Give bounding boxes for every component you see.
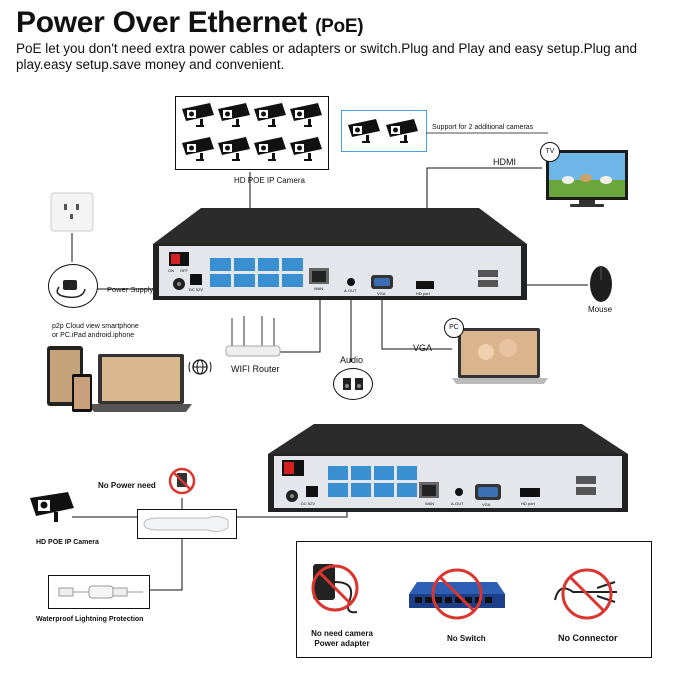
waterproof-label: Waterproof Lightning Protection bbox=[36, 616, 144, 623]
wifi-globe-svg bbox=[188, 359, 212, 375]
lan-port bbox=[374, 483, 394, 497]
tv-icon bbox=[546, 150, 628, 207]
wifi-router bbox=[224, 316, 282, 360]
hd-poe-camera-label: HD POE IP Camera bbox=[234, 176, 305, 185]
poe-connector-icon bbox=[143, 515, 229, 533]
no-power-svg bbox=[168, 467, 196, 495]
vga-port-label: VGA bbox=[377, 291, 386, 296]
camera-icon bbox=[348, 119, 380, 143]
waterproof-icon bbox=[58, 585, 143, 599]
no-switch-label: No Switch bbox=[447, 634, 486, 643]
pc-badge: PC bbox=[444, 318, 464, 338]
lan-port bbox=[258, 258, 279, 271]
wifi-router-label: WIFI Router bbox=[231, 364, 280, 374]
camera-icon bbox=[182, 103, 214, 127]
lan-port bbox=[397, 466, 417, 480]
hdport-label-lower: HD port bbox=[521, 501, 535, 506]
wan-label: WAN bbox=[314, 286, 324, 291]
mobile-devices-icon bbox=[47, 346, 192, 412]
aout-label-lower: A-OUT bbox=[451, 501, 464, 506]
nvr-lower: WAN A-OUT VGA HD port DC 52V bbox=[268, 424, 628, 512]
wifi-globe-icon bbox=[188, 357, 212, 377]
mobile-devices bbox=[42, 344, 192, 416]
lan-port bbox=[351, 483, 371, 497]
nvr-lower-body bbox=[268, 424, 628, 512]
hdmi-label: HDMI bbox=[493, 157, 516, 167]
no-power-need-label: No Power need bbox=[98, 481, 156, 490]
camera-icon bbox=[254, 103, 286, 127]
speakers-icon bbox=[343, 378, 363, 390]
audio-label: Audio bbox=[340, 355, 364, 365]
dc-label: DC 52V bbox=[189, 287, 204, 292]
additional-cameras-label: Support for 2 additional cameras bbox=[432, 124, 534, 131]
camera-icon bbox=[290, 137, 322, 161]
hd-poe-camera-label-2: HD POE IP Camera bbox=[36, 539, 99, 546]
nvr-upper-body bbox=[153, 208, 527, 300]
lan-port bbox=[234, 274, 255, 287]
camera-icon bbox=[182, 137, 214, 161]
power-adapter-icon bbox=[56, 280, 86, 299]
on-label: ON bbox=[168, 268, 174, 273]
vga-label: VGA bbox=[413, 343, 433, 353]
aout-label: A-OUT bbox=[344, 288, 357, 293]
camera-icon bbox=[254, 137, 286, 161]
power-supply-label: Power Supply bbox=[107, 285, 154, 294]
lan-port bbox=[234, 258, 255, 271]
additional-camera-box bbox=[341, 110, 427, 152]
camera-icon bbox=[30, 492, 74, 522]
no-need-icons bbox=[311, 564, 617, 620]
lan-port bbox=[210, 258, 231, 271]
wall-socket-icon bbox=[50, 192, 94, 232]
mouse-label: Mouse bbox=[588, 305, 613, 314]
lan-port bbox=[397, 483, 417, 497]
wall-socket bbox=[50, 192, 94, 232]
lan-port bbox=[258, 274, 279, 287]
poe-connector-box bbox=[137, 509, 237, 539]
nvr-upper: ON OFF DC 52V WAN A-OUT VGA HD port bbox=[153, 208, 527, 300]
page-subtitle: PoE let you don't need extra power cable… bbox=[16, 41, 637, 72]
lan-port bbox=[328, 466, 348, 480]
camera-grid bbox=[175, 96, 329, 170]
camera-icon bbox=[218, 137, 250, 161]
camera-icon bbox=[218, 103, 250, 127]
no-connector-label: No Connector bbox=[558, 633, 618, 643]
wifi-router-icon bbox=[225, 316, 281, 357]
additional-camera-icons bbox=[348, 119, 418, 143]
no-power-icon bbox=[168, 467, 196, 495]
speakers bbox=[333, 368, 373, 400]
lan-port bbox=[374, 466, 394, 480]
camera-icons bbox=[182, 103, 322, 161]
pc-laptop-icon bbox=[452, 328, 548, 384]
wan-label-lower: WAN bbox=[425, 501, 435, 506]
waterproof-box bbox=[48, 575, 150, 609]
power-adapter bbox=[48, 264, 98, 308]
lan-port bbox=[328, 483, 348, 497]
lan-port bbox=[210, 274, 231, 287]
camera-icon bbox=[386, 119, 418, 143]
hdport-label: HD port bbox=[416, 291, 430, 296]
tv-badge: TV bbox=[540, 142, 560, 162]
camera-icon bbox=[290, 103, 322, 127]
mouse-icon bbox=[590, 266, 612, 302]
page-title: Power Over Ethernet (PoE) bbox=[16, 6, 364, 39]
dc-label-lower: DC 52V bbox=[301, 501, 316, 506]
lan-port bbox=[282, 258, 303, 271]
lower-camera bbox=[28, 490, 78, 524]
lan-port bbox=[282, 274, 303, 287]
tv bbox=[546, 148, 630, 210]
vga-label-lower: VGA bbox=[482, 502, 491, 507]
mouse bbox=[588, 262, 614, 304]
off-label: OFF bbox=[180, 268, 188, 273]
lan-port bbox=[351, 466, 371, 480]
pc-laptop bbox=[452, 328, 548, 386]
